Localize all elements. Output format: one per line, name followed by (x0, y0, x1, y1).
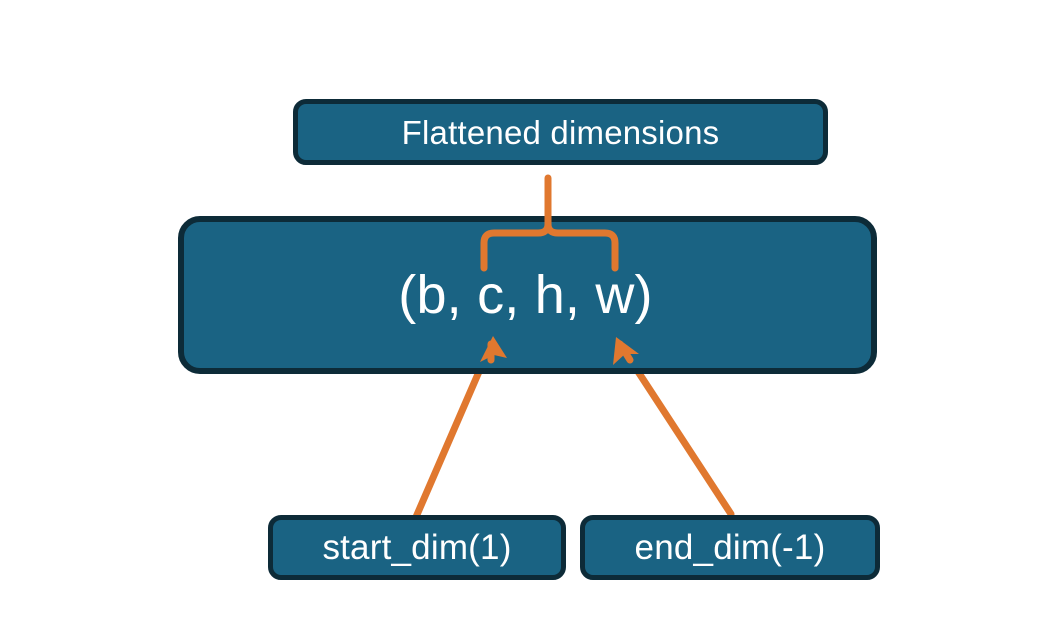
start-dim-label: start_dim(1) (322, 528, 512, 567)
flattened-dimensions-box[interactable]: Flattened dimensions (293, 99, 828, 165)
tensor-shape-label: (b, c, h, w) (398, 265, 653, 325)
end-dim-label: end_dim(-1) (634, 528, 826, 567)
tensor-shape-box[interactable]: (b, c, h, w) (178, 216, 877, 374)
start-dim-box[interactable]: start_dim(1) (268, 515, 566, 580)
end-dim-box[interactable]: end_dim(-1) (580, 515, 880, 580)
flattened-dimensions-label: Flattened dimensions (401, 113, 720, 151)
